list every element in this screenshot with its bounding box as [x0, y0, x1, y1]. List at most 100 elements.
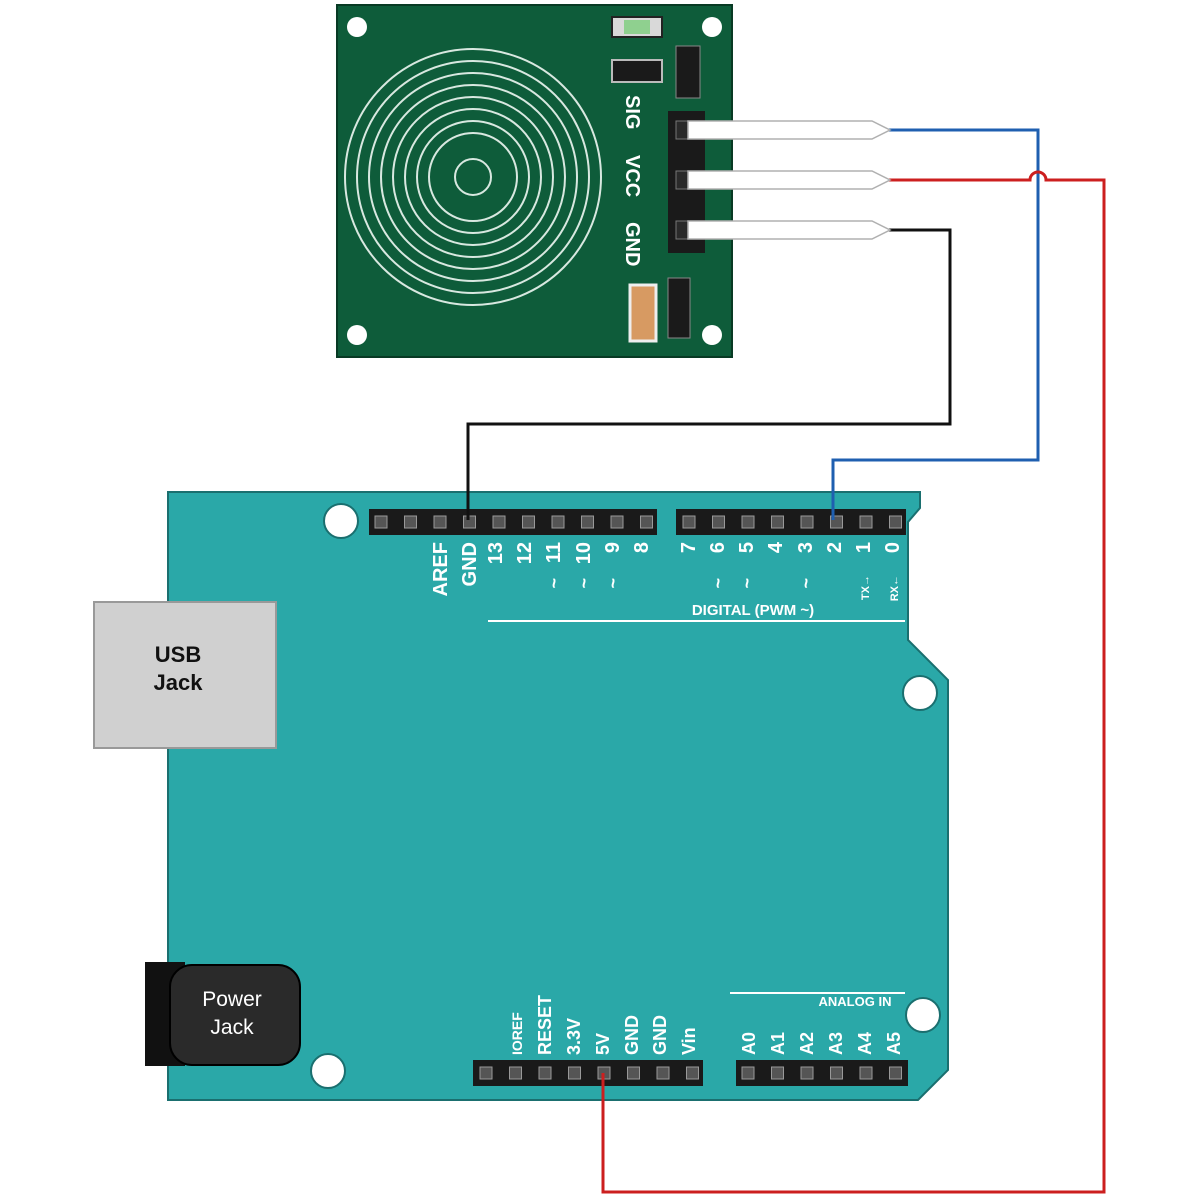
- header-pin: [830, 1066, 843, 1080]
- pwm-mark: RX←: [889, 575, 901, 601]
- header-pin: [741, 1066, 755, 1080]
- header-pin: [374, 515, 388, 529]
- sensor-pin-label: VCC: [621, 155, 643, 197]
- analog-caption: ANALOG IN: [819, 994, 892, 1009]
- sensor-mounting-hole: [702, 325, 722, 345]
- header-pin: [522, 515, 535, 529]
- pwm-mark: ~: [796, 578, 816, 589]
- sensor-pin-label: SIG: [621, 95, 643, 129]
- mounting-hole: [310, 1053, 346, 1089]
- smd-transistor: [667, 277, 691, 339]
- pin-label: 9: [602, 542, 624, 553]
- header-pin: [859, 1066, 873, 1080]
- digital-caption: DIGITAL (PWM ~): [692, 602, 814, 619]
- touch-pad-ring: [380, 84, 566, 270]
- touch-pad-ring: [356, 60, 590, 294]
- pin-label: 0: [882, 542, 904, 553]
- header-pin: [581, 515, 594, 529]
- pin-label: AREF: [430, 542, 452, 596]
- pin-label: A3: [826, 1032, 846, 1055]
- touch-pad-ring: [392, 96, 554, 258]
- mounting-hole: [902, 675, 938, 711]
- smd-capacitor: [628, 283, 658, 343]
- header-pin: [741, 515, 755, 529]
- sensor-pin-label: GND: [621, 222, 643, 266]
- pin-label: GND: [650, 1015, 670, 1055]
- pin-label: 4: [765, 541, 787, 553]
- sensor-pin: [687, 120, 892, 140]
- header-pin: [610, 515, 624, 529]
- touch-pad-ring: [416, 120, 530, 234]
- sensor-pin: [687, 170, 892, 190]
- arduino-board: [167, 491, 949, 1101]
- power-jack: [169, 964, 301, 1066]
- header-pin: [889, 515, 902, 529]
- pin-label: 7: [678, 542, 700, 553]
- sensor-mounting-hole: [347, 325, 367, 345]
- touch-pad-ring: [428, 132, 518, 222]
- analog-header: [736, 1060, 908, 1086]
- usb-jack-label-1: USB: [155, 642, 201, 667]
- touch-pad-ring: [404, 108, 542, 246]
- touch-pad-ring: [454, 158, 492, 196]
- usb-jack-label-2: Jack: [154, 670, 204, 695]
- wire-gnd: [466, 228, 952, 520]
- sensor-pin: [687, 220, 892, 240]
- header-pin: [509, 1066, 522, 1080]
- pin-label: 8: [631, 542, 653, 553]
- pin-label: A5: [884, 1032, 904, 1055]
- header-pin: [682, 515, 696, 529]
- pin-label: A4: [855, 1032, 875, 1055]
- pin-label: 13: [485, 542, 507, 564]
- mounting-hole: [323, 503, 359, 539]
- pin-label: 1: [853, 542, 875, 553]
- pin-label: Vin: [679, 1027, 699, 1055]
- header-pin: [551, 515, 565, 529]
- header-pin: [404, 515, 417, 529]
- pin-label: 5: [736, 542, 758, 553]
- header-pin: [479, 1066, 493, 1080]
- header-pin: [712, 515, 725, 529]
- smd-ic: [675, 45, 701, 99]
- pin-label: IOREF: [509, 1012, 525, 1055]
- header-pin: [640, 515, 653, 529]
- touch-pad-ring: [368, 72, 578, 282]
- power-jack-label-1: Power: [202, 988, 262, 1011]
- pwm-mark: TX→: [860, 575, 872, 600]
- pin-label: 11: [543, 542, 565, 563]
- pin-label: 6: [707, 542, 729, 553]
- mounting-hole: [905, 997, 941, 1033]
- wire-sig: [831, 128, 1040, 520]
- header-pin: [538, 1066, 552, 1080]
- pin-label: 5V: [593, 1033, 613, 1055]
- sensor-mounting-hole: [702, 17, 722, 37]
- pin-label: 10: [573, 542, 595, 564]
- pwm-mark: ~: [708, 578, 728, 589]
- pin-label: RESET: [535, 995, 555, 1055]
- pin-label: A2: [797, 1032, 817, 1055]
- pin-label: 12: [514, 542, 536, 564]
- smd-led-core: [624, 20, 650, 34]
- header-pin-holes: [374, 515, 902, 1080]
- touch-pad: [344, 48, 602, 306]
- smd-resistor: [611, 59, 663, 83]
- header-pin: [686, 1066, 699, 1080]
- header-pin: [889, 1066, 902, 1080]
- header-pin: [568, 1066, 581, 1080]
- header-pin: [656, 1066, 670, 1080]
- sensor-pins: [675, 120, 892, 240]
- wire-vcc: [601, 170, 1106, 1194]
- touch-pad-ring: [344, 48, 602, 306]
- header-pin: [492, 515, 506, 529]
- header-pin: [627, 1066, 640, 1080]
- sensor-mounting-hole: [347, 17, 367, 37]
- pin-label: 2: [824, 542, 846, 553]
- header-pin: [771, 515, 784, 529]
- pin-label: A1: [768, 1032, 788, 1055]
- header-pin: [859, 515, 873, 529]
- header-pin: [800, 515, 814, 529]
